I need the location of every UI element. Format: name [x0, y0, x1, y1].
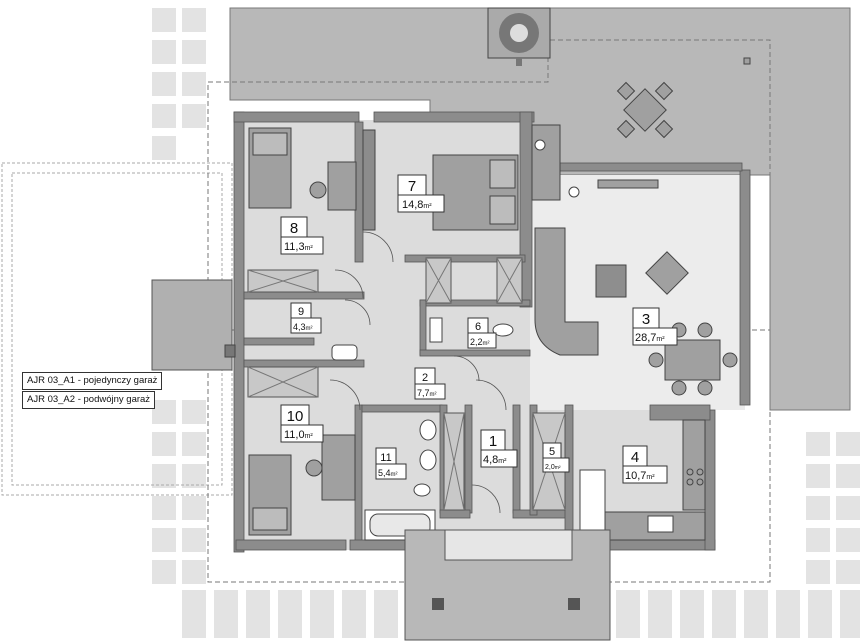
svg-text:4,8m²: 4,8m² — [483, 454, 507, 466]
room-2-label: 2 7,7m² — [414, 367, 446, 400]
legend-double-garage: AJR 03_A2 - podwójny garaż — [22, 391, 156, 409]
svg-text:10: 10 — [287, 408, 304, 425]
svg-text:5: 5 — [549, 446, 555, 458]
legend-text: - pojedynczy garaż — [77, 375, 158, 386]
svg-text:9: 9 — [298, 306, 304, 318]
room-7-label: 7 14,8m² — [397, 174, 445, 213]
room-4-label: 4 10,7m² — [622, 445, 668, 484]
room-3-label: 3 28,7m² — [632, 307, 678, 346]
plant-icon — [487, 7, 551, 66]
svg-text:7: 7 — [408, 178, 416, 195]
room-8-label: 8 11,3m² — [280, 216, 324, 255]
svg-text:2: 2 — [422, 372, 428, 384]
svg-text:14,8m²: 14,8m² — [402, 199, 432, 211]
armchair — [645, 251, 689, 295]
desk-room-10 — [321, 434, 356, 501]
legend-code: AJR 03_A2 — [27, 394, 76, 405]
svg-text:8: 8 — [290, 220, 298, 237]
legend-code: AJR 03_A1 — [27, 375, 76, 386]
svg-text:4: 4 — [631, 449, 639, 466]
svg-text:11: 11 — [380, 452, 391, 464]
dining-table — [664, 339, 721, 381]
svg-text:4,3m²: 4,3m² — [293, 322, 313, 332]
svg-text:10,7m²: 10,7m² — [625, 470, 655, 482]
door-swings — [329, 231, 507, 514]
legend-single-garage: AJR 03_A1 - pojedynczy garaż — [22, 372, 163, 390]
room-1-label: 1 4,8m² — [480, 429, 518, 468]
desk-room-8 — [327, 161, 357, 211]
svg-text:7,7m²: 7,7m² — [417, 388, 437, 398]
svg-text:1: 1 — [489, 433, 497, 450]
storage-closets — [247, 257, 566, 511]
side-porch — [151, 279, 233, 371]
paving-tiles — [152, 8, 860, 638]
room-10-label: 10 11,0m² — [280, 404, 324, 443]
coffee-table — [595, 264, 627, 298]
room-9-label: 9 4,3m² — [290, 302, 322, 334]
front-porch — [404, 529, 611, 641]
svg-text:5,4m²: 5,4m² — [378, 468, 398, 478]
svg-text:2,0m²: 2,0m² — [545, 464, 561, 471]
room-labels: 7 14,8m² 8 11,3m² 9 4,3m² 6 2,2m² 3 28,7… — [280, 174, 678, 484]
svg-text:2,2m²: 2,2m² — [470, 337, 490, 347]
svg-text:11,3m²: 11,3m² — [284, 241, 313, 253]
svg-text:28,7m²: 28,7m² — [635, 332, 665, 344]
room-6-label: 6 2,2m² — [467, 317, 497, 349]
room-11-label: 11 5,4m² — [375, 447, 407, 480]
furniture — [248, 57, 751, 541]
sofa — [534, 227, 599, 356]
svg-text:11,0m²: 11,0m² — [284, 429, 313, 441]
room-5-label: 5 2,0m² — [542, 442, 570, 473]
svg-text:6: 6 — [475, 321, 481, 333]
svg-text:3: 3 — [642, 311, 650, 328]
legend-text: - podwójny garaż — [77, 394, 151, 405]
